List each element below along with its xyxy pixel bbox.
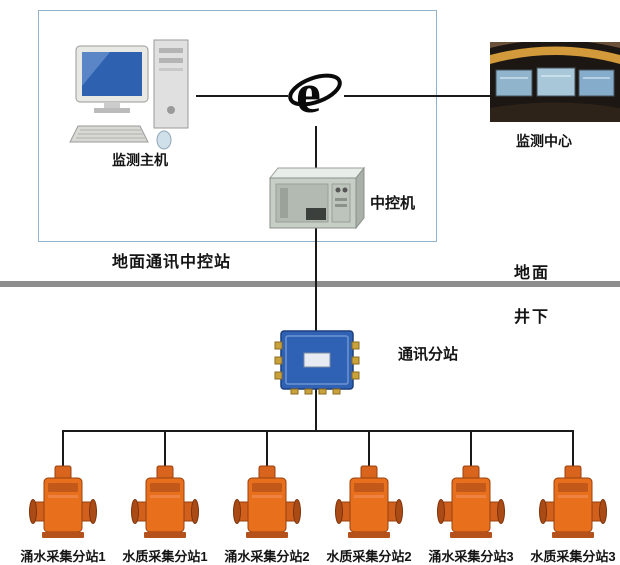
monitoring-host-label: 监测主机 xyxy=(112,152,168,168)
collection-substation-6: 水质采集分站3 xyxy=(523,464,620,565)
device-label: 涌水采集分站1 xyxy=(20,549,106,564)
junction-box-icon xyxy=(274,330,360,395)
communication-substation-label: 通讯分站 xyxy=(398,346,459,363)
water-inflow-sensor-icon xyxy=(233,465,301,539)
internet-node: e xyxy=(288,58,344,126)
collection-substation-4: 水质采集分站2 xyxy=(319,464,419,565)
device-label: 涌水采集分站3 xyxy=(428,549,514,564)
collection-substation-2: 水质采集分站1 xyxy=(115,464,215,565)
water-quality-sensor-icon xyxy=(539,465,607,539)
rack-server-icon xyxy=(268,166,366,230)
surface-underground-divider xyxy=(0,281,620,287)
device-label: 水质采集分站3 xyxy=(530,549,616,564)
monitoring-host xyxy=(66,34,194,157)
water-quality-sensor-icon xyxy=(335,465,403,539)
control-room-photo xyxy=(490,40,620,122)
collection-substation-3: 涌水采集分站2 xyxy=(217,464,317,565)
ground-station-label: 地面通讯中控站 xyxy=(112,254,232,271)
device-label: 水质采集分站2 xyxy=(326,549,412,564)
surface-zone-label: 地面 xyxy=(514,265,551,282)
water-inflow-sensor-icon xyxy=(437,465,505,539)
collection-substation-1: 涌水采集分站1 xyxy=(13,464,113,565)
svg-text:e: e xyxy=(296,63,321,125)
device-label: 涌水采集分站2 xyxy=(224,549,310,564)
water-inflow-sensor-icon xyxy=(29,465,97,539)
collection-substation-5: 涌水采集分站3 xyxy=(421,464,521,565)
communication-substation xyxy=(272,329,362,400)
central-controller-label: 中控机 xyxy=(370,195,416,212)
desktop-computer-icon xyxy=(69,39,189,150)
central-controller xyxy=(264,166,368,235)
device-label: 水质采集分站1 xyxy=(122,549,208,564)
internet-e-icon: e xyxy=(288,63,342,125)
monitoring-center-label: 监测中心 xyxy=(516,133,572,149)
water-quality-sensor-icon xyxy=(131,465,199,539)
underground-zone-label: 井下 xyxy=(514,309,551,326)
monitoring-center xyxy=(490,40,620,127)
collection-devices-row: 涌水采集分站1 水质采集分站1 涌水采集分站2 水质采集分站2 涌水采集分站3 … xyxy=(13,464,620,565)
ground-station-boundary xyxy=(38,10,437,242)
